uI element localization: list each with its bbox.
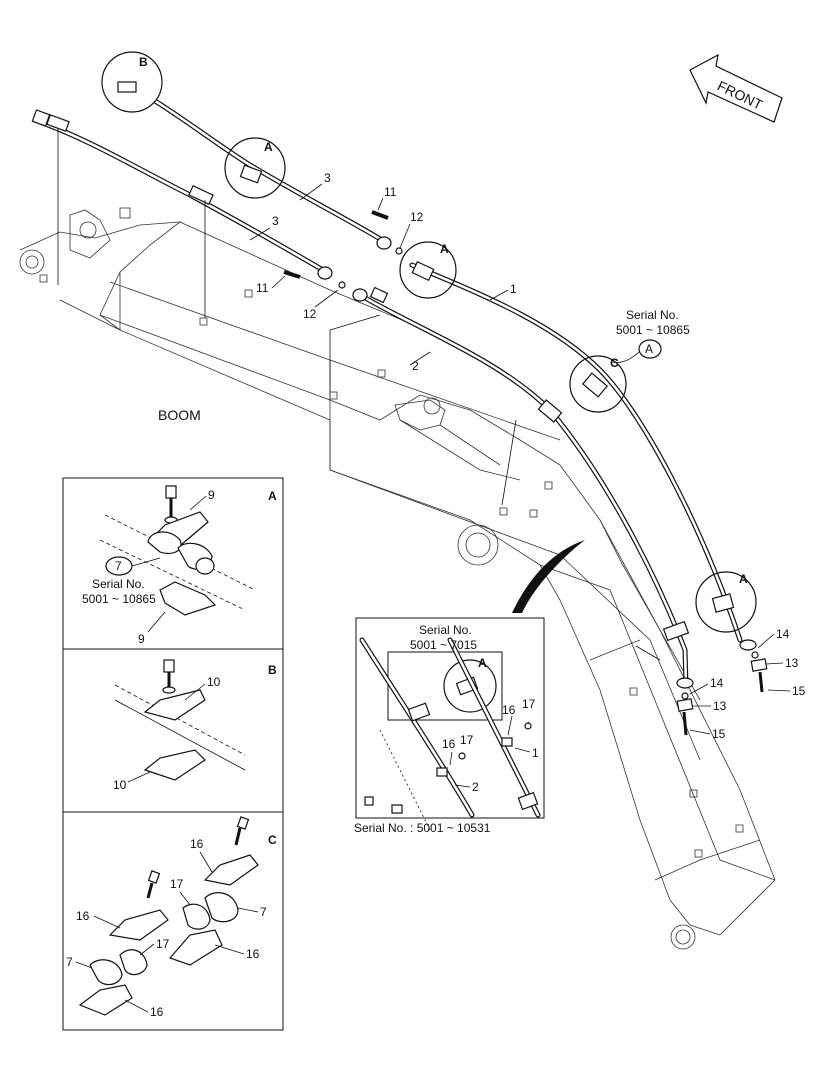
panel-b-part-10-top: 10 [207, 675, 221, 689]
serial-callout-letter: A [645, 342, 653, 356]
inset-serial-bottom: Serial No. : 5001 ~ 10531 [354, 821, 491, 835]
serial-inset-panel [355, 617, 545, 831]
serial-callout-a [638, 339, 662, 359]
panel-b-drawing [114, 659, 246, 781]
inset-part-16-b: 16 [442, 737, 456, 751]
mark-a-main-2: A [440, 242, 449, 256]
panel-mark-c: C [268, 833, 277, 847]
inset-part-17-a: 17 [522, 697, 536, 711]
guide-lines [57, 128, 661, 661]
part-13-left: 13 [713, 699, 727, 713]
detail-circle-a3 [695, 571, 757, 633]
serial-callout-leader [611, 351, 640, 363]
panel-c-drawing [78, 816, 259, 1016]
panel-labels: A B C 9 7 Serial No. 5001 ~ 10865 9 10 1… [66, 488, 277, 1019]
mark-a-main-1: A [264, 140, 273, 154]
panel-mark-b: B [268, 663, 277, 677]
panel-a-serial-label: Serial No. [92, 577, 145, 591]
tube-fittings [31, 66, 768, 736]
main-leaders [249, 183, 791, 735]
mark-a-main-3: A [739, 572, 748, 586]
part-3-upper: 3 [324, 171, 331, 185]
panel-a-drawing [99, 485, 256, 616]
inset-part-2: 2 [472, 780, 479, 794]
tube-3-upper [115, 77, 385, 243]
part-11-upper: 11 [384, 185, 397, 199]
panel-mark-a: A [268, 489, 277, 503]
part-2-main: 2 [412, 359, 419, 373]
part-3-lower: 3 [272, 214, 279, 228]
panel-a-part-9-top: 9 [208, 488, 215, 502]
part-12-lower: 12 [303, 307, 317, 321]
serial-main-range: 5001 ~ 10865 [616, 323, 690, 337]
detail-circle-a1 [224, 137, 286, 199]
part-13-right: 13 [785, 656, 799, 670]
panel-c-part-7-b: 7 [66, 955, 73, 969]
panel-b-part-10-bottom: 10 [113, 778, 127, 792]
inset-part-1: 1 [532, 746, 539, 760]
part-15-right: 15 [792, 684, 806, 698]
part-15-left: 15 [712, 727, 726, 741]
detail-circle-c [569, 355, 627, 413]
panel-c-part-16-b: 16 [76, 909, 90, 923]
part-14-left: 14 [710, 676, 724, 690]
panel-c-part-16-d: 16 [150, 1005, 164, 1019]
part-14-right: 14 [776, 627, 790, 641]
inset-mark-a: A [478, 656, 487, 670]
panel-a-part-9-bottom: 9 [138, 632, 145, 646]
boom-label: BOOM [158, 407, 201, 423]
panel-c-part-7-a: 7 [260, 905, 267, 919]
inset-part-17-b: 17 [460, 733, 474, 747]
panel-c-part-17-b: 17 [156, 937, 170, 951]
panel-a-serial-range: 5001 ~ 10865 [82, 592, 156, 606]
inset-serial-range: 5001 ~ 7015 [410, 638, 477, 652]
tube-3-lower [37, 119, 326, 273]
panel-c-part-16-a: 16 [190, 837, 204, 851]
inset-serial-title: Serial No. [419, 623, 472, 637]
detail-panel [62, 477, 284, 1031]
panel-a-part-7: 7 [115, 559, 122, 573]
part-1-main: 1 [510, 282, 517, 296]
mark-c-main: C [610, 356, 619, 370]
front-arrow [689, 53, 783, 123]
panel-c-part-16-c: 16 [246, 947, 260, 961]
part-11-lower: 11 [256, 281, 269, 295]
panel-c-part-17-a: 17 [170, 877, 184, 891]
mark-b-main: B [139, 55, 148, 69]
serial-main-label: Serial No. [626, 308, 679, 322]
detail-circle-b [101, 51, 163, 113]
detail-circle-a2 [399, 241, 457, 299]
part-12-upper: 12 [410, 210, 424, 224]
inset-part-16-a: 16 [502, 703, 516, 717]
serial-inset-labels: Serial No. 5001 ~ 7015 A 16 17 16 17 1 2… [354, 623, 539, 835]
tube-1 [409, 262, 743, 643]
